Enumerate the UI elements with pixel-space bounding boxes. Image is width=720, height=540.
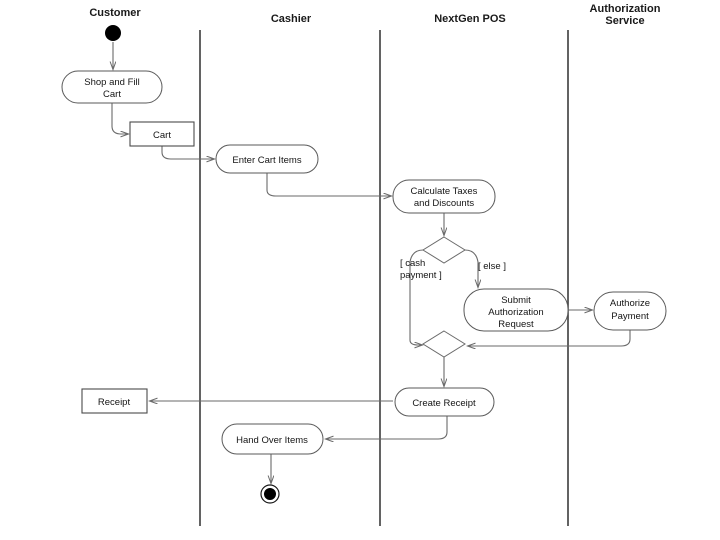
initial-node[interactable] — [105, 25, 121, 41]
edge-create-receipt-to-hand-over — [326, 416, 448, 439]
object-node-cart-label: Cart — [153, 130, 171, 141]
activity-shop-and-fill-cart-line2: Cart — [103, 89, 121, 100]
object-node-cart[interactable]: Cart — [129, 121, 195, 147]
activity-create-receipt[interactable]: Create Receipt — [394, 387, 495, 417]
activity-calculate-taxes-line2: and Discounts — [414, 198, 474, 209]
activity-submit-authorization-request[interactable]: Submit Authorization Request — [463, 288, 569, 332]
guard-cash-payment-line1: [ cash — [400, 258, 425, 269]
merge-node-payment[interactable] — [422, 330, 466, 358]
edge-decision-cash-to-merge — [409, 249, 423, 345]
final-node[interactable] — [260, 484, 280, 504]
activity-hand-over-items-label: Hand Over Items — [236, 435, 308, 446]
activity-authorize-payment-line2: Payment — [611, 311, 649, 322]
object-node-receipt[interactable]: Receipt — [81, 388, 148, 414]
guard-cash-payment-line2: payment ] — [400, 270, 442, 281]
lane-title-authorization-service-line2: Service — [605, 15, 644, 27]
edge-shop-to-cart — [111, 103, 128, 134]
edge-enter-to-calculate — [266, 173, 391, 196]
decision-node-payment[interactable] — [422, 236, 466, 264]
activity-submit-auth-line1: Submit — [501, 295, 531, 306]
activity-submit-auth-line2: Authorization — [488, 307, 543, 318]
lane-title-customer: Customer — [89, 7, 141, 19]
activity-create-receipt-label: Create Receipt — [412, 398, 476, 409]
activity-calculate-taxes-line1: Calculate Taxes — [411, 186, 478, 197]
guard-cash-payment: [ cash payment ] — [400, 258, 442, 281]
activity-authorize-payment-line1: Authorize — [610, 298, 650, 309]
activity-shop-and-fill-cart[interactable]: Shop and Fill Cart — [61, 70, 163, 104]
activity-submit-auth-line3: Request — [498, 319, 534, 330]
activity-enter-cart-items-label: Enter Cart Items — [232, 155, 301, 166]
object-node-receipt-label: Receipt — [98, 397, 131, 408]
activity-calculate-taxes-and-discounts[interactable]: Calculate Taxes and Discounts — [392, 179, 496, 214]
lane-title-nextgen-pos: NextGen POS — [434, 13, 506, 25]
activity-authorize-payment[interactable]: Authorize Payment — [593, 291, 667, 331]
lane-title-authorization-service-line1: Authorization — [590, 3, 661, 15]
edge-cart-to-enter — [161, 146, 214, 159]
activity-hand-over-items[interactable]: Hand Over Items — [221, 423, 324, 455]
activity-shop-and-fill-cart-line1: Shop and Fill — [84, 77, 139, 88]
edge-decision-else-to-submit — [464, 249, 478, 287]
guard-else: [ else ] — [478, 261, 506, 272]
lane-title-cashier: Cashier — [271, 13, 312, 25]
activity-enter-cart-items[interactable]: Enter Cart Items — [215, 144, 319, 174]
edge-authorize-to-merge — [468, 330, 631, 346]
